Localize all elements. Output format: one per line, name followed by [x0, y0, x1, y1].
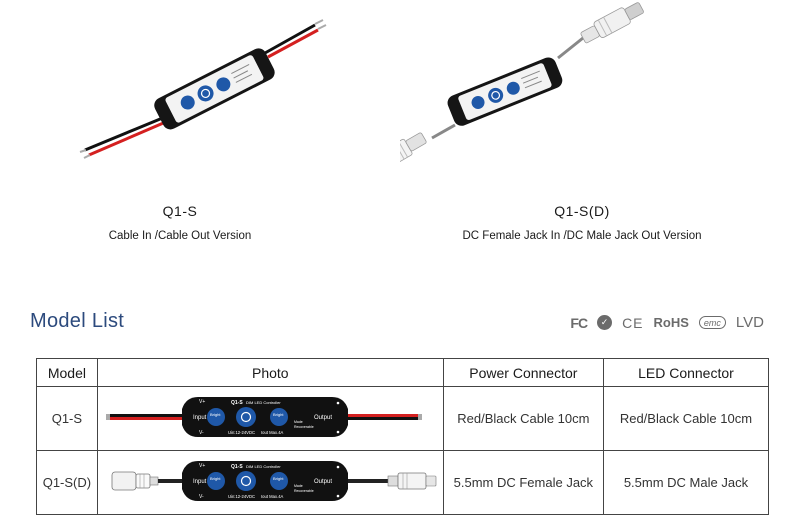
uin-label: Uin:12-24VDC: [228, 494, 255, 499]
model-list-table: Model Photo Power Connector LED Connecto…: [36, 358, 770, 515]
cell-photo: V+ Input V- Bright Bright Q1-S DIM LED C…: [96, 450, 444, 515]
header-led-connector: LED Connector: [602, 358, 770, 387]
table-row: Q1-S(D): [36, 450, 770, 515]
product-name: Q1-S: [162, 203, 198, 219]
bright-up-label: Bright: [273, 412, 284, 417]
ce-mark-icon: CE: [622, 314, 644, 331]
input-label: Input: [193, 479, 207, 485]
certification-marks: FC ✓ CE RoHS emc LVD: [570, 314, 764, 331]
power-icon: [240, 411, 251, 423]
cell-led-connector: 5.5mm DC Male Jack: [602, 450, 770, 515]
cell-model: Q1-S(D): [36, 450, 98, 515]
q1-s-d-device-illustration: V+ Input V- Bright Bright Q1-S DIM LED C…: [111, 461, 437, 501]
q1-s-device-illustration: V+ Input V- Bright Bright Q1-S DIM LED C…: [105, 397, 422, 437]
bright-down-label: Bright: [210, 412, 221, 417]
header-model: Model: [36, 358, 98, 387]
header-power-connector: Power Connector: [442, 358, 604, 387]
vplus-label: V+: [199, 463, 205, 469]
table-header-row: Model Photo Power Connector LED Connecto…: [36, 358, 770, 387]
fc-mark-icon: FC: [570, 314, 588, 331]
emc-mark-icon: emc: [698, 316, 726, 329]
bright-up-label: Bright: [273, 476, 284, 481]
tag-label: Recoverable: [294, 425, 314, 429]
made-label: Made: [294, 420, 303, 424]
header-photo: Photo: [96, 358, 444, 387]
made-label: Made: [294, 484, 303, 488]
q1-s-product-photo: [79, 19, 327, 159]
bright-down-label: Bright: [210, 476, 221, 481]
output-label: Output: [314, 415, 332, 421]
uin-label: Uin:12-24VDC: [228, 430, 255, 435]
tag-label: Recoverable: [294, 489, 314, 493]
product-q1-s: Q1-S Cable In /Cable Out Version: [0, 0, 400, 260]
cell-power-connector: 5.5mm DC Female Jack: [442, 450, 604, 515]
product-caption: DC Female Jack In /DC Male Jack Out Vers…: [462, 230, 702, 242]
device-title: Q1-S: [231, 400, 243, 406]
product-name: Q1-S(D): [554, 203, 610, 219]
cell-model: Q1-S: [36, 386, 98, 451]
q1-s-d-product-photo: [400, 2, 644, 162]
product-caption: Cable In /Cable Out Version: [108, 230, 252, 242]
check-circle-mark-icon: ✓: [597, 315, 613, 330]
section-title: Model List: [30, 310, 125, 332]
rohs-mark-icon: RoHS: [653, 315, 689, 330]
device-subtitle: DIM LED Controller: [246, 464, 281, 469]
vplus-label: V+: [199, 399, 205, 405]
iout-label: Iout Max.4A: [261, 430, 284, 435]
cell-led-connector: Red/Black Cable 10cm: [602, 386, 770, 451]
power-icon: [240, 475, 251, 487]
lvd-mark-icon: LVD: [735, 314, 764, 331]
input-label: Input: [193, 415, 207, 421]
output-label: Output: [314, 479, 332, 485]
vminus-label: V-: [199, 430, 204, 436]
cell-photo: V+ Input V- Bright Bright Q1-S DIM LED C…: [96, 386, 444, 451]
vminus-label: V-: [199, 494, 204, 500]
device-subtitle: DIM LED Controller: [246, 400, 281, 405]
product-q1-s-d: Q1-S(D) DC Female Jack In /DC Male Jack …: [400, 0, 800, 260]
table-row: Q1-S V+ Input V- Bright: [36, 386, 770, 451]
cell-power-connector: Red/Black Cable 10cm: [442, 386, 604, 451]
device-title: Q1-S: [231, 464, 243, 470]
iout-label: Iout Max.4A: [261, 494, 284, 499]
